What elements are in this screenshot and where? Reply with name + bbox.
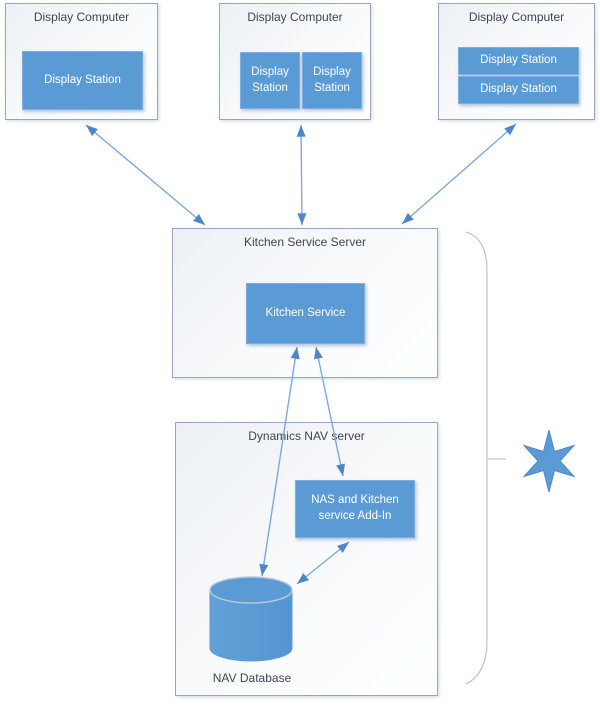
display-station-box: Display Station bbox=[22, 51, 143, 110]
dynamics-nav-server-title: Dynamics NAV server bbox=[248, 429, 365, 443]
display-station-box: Display Station bbox=[240, 52, 300, 109]
display-computer-1-title: Display Computer bbox=[33, 10, 130, 24]
display-computer-3-box: Display Computer Display Station Display… bbox=[438, 3, 595, 120]
display-computer-2-box: Display Computer Display Station Display… bbox=[219, 3, 371, 120]
connector-computer1-kitchen bbox=[85, 124, 206, 226]
star-icon bbox=[522, 429, 576, 493]
connector-computer3-kitchen bbox=[401, 123, 517, 225]
display-station-box: Display Station bbox=[302, 52, 362, 109]
kitchen-service-server-title: Kitchen Service Server bbox=[243, 235, 367, 249]
kitchen-service-server-box: Kitchen Service Server Kitchen Service bbox=[172, 228, 438, 378]
nas-addin-box: NAS and Kitchen service Add-In bbox=[295, 480, 415, 538]
kitchen-service-box: Kitchen Service bbox=[246, 283, 365, 344]
brace-bracket bbox=[465, 231, 506, 685]
display-station-box: Display Station bbox=[458, 47, 579, 75]
display-computer-1-box: Display Computer Display Station bbox=[5, 3, 158, 120]
nav-database-label: NAV Database bbox=[212, 671, 292, 685]
display-computer-3-title: Display Computer bbox=[468, 10, 565, 24]
dynamics-nav-server-box: Dynamics NAV server NAS and Kitchen serv… bbox=[175, 422, 438, 696]
display-station-box: Display Station bbox=[458, 76, 579, 104]
connector-computer2-kitchen bbox=[296, 124, 307, 226]
display-computer-2-title: Display Computer bbox=[247, 10, 343, 24]
